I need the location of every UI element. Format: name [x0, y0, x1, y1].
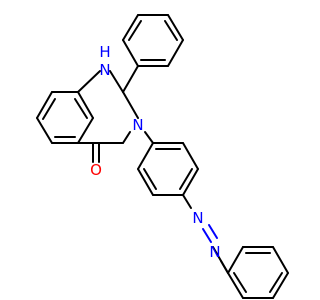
- bond-n-c: [109, 70, 124, 93]
- phenyl-ring-bottom: [212, 246, 289, 299]
- bond: [272, 246, 289, 274]
- bond: [167, 14, 184, 41]
- bond: [182, 142, 199, 170]
- carbonyl-group: [92, 142, 100, 163]
- bond-c-n: [77, 70, 101, 93]
- bond: [137, 142, 154, 170]
- bond: [227, 272, 244, 299]
- bond: [272, 272, 289, 299]
- atom-labels: N H N O N N: [90, 43, 221, 261]
- molecule-structure-diagram: N H N O N N: [36, 14, 289, 299]
- bond-n-n-double: [208, 224, 218, 239]
- bond: [122, 91, 139, 119]
- bond: [122, 14, 139, 41]
- bond-double-inner: [179, 168, 193, 190]
- bond-n-n: [202, 228, 212, 243]
- bond-n-c: [144, 131, 154, 144]
- bond: [212, 246, 229, 274]
- azo-nitrogen-1-label: N: [192, 209, 203, 227]
- nh-hydrogen-label: H: [99, 43, 110, 61]
- amide-nitrogen-label: N: [132, 116, 143, 134]
- molecule-canvas: N H N O N N: [36, 14, 289, 299]
- bond: [182, 168, 199, 196]
- bond: [137, 168, 154, 196]
- bond: [77, 91, 94, 119]
- bond-double-inner: [42, 98, 56, 120]
- bond: [122, 65, 139, 93]
- bond-double-inner: [269, 272, 283, 293]
- benzo-ring: [36, 91, 94, 144]
- bond: [77, 117, 94, 144]
- carbonyl-oxygen-label: O: [90, 161, 102, 179]
- bond-double-inner: [233, 272, 247, 293]
- bond-n-c: [122, 131, 131, 144]
- bond-double-inner: [74, 98, 88, 119]
- bond: [36, 117, 53, 144]
- azo-nitrogen-2-label: N: [209, 243, 220, 261]
- bond: [36, 91, 53, 119]
- phenyl-ring-top: [122, 14, 184, 93]
- bond: [167, 39, 184, 67]
- bond-double-inner: [164, 20, 178, 41]
- bond: [122, 39, 139, 67]
- nh-nitrogen-label: N: [99, 61, 110, 79]
- bond-c-n: [182, 194, 192, 209]
- bond-double-inner: [143, 168, 157, 190]
- bond-double-inner: [128, 20, 142, 41]
- phenylene-ring: [137, 131, 199, 196]
- bond: [227, 246, 244, 274]
